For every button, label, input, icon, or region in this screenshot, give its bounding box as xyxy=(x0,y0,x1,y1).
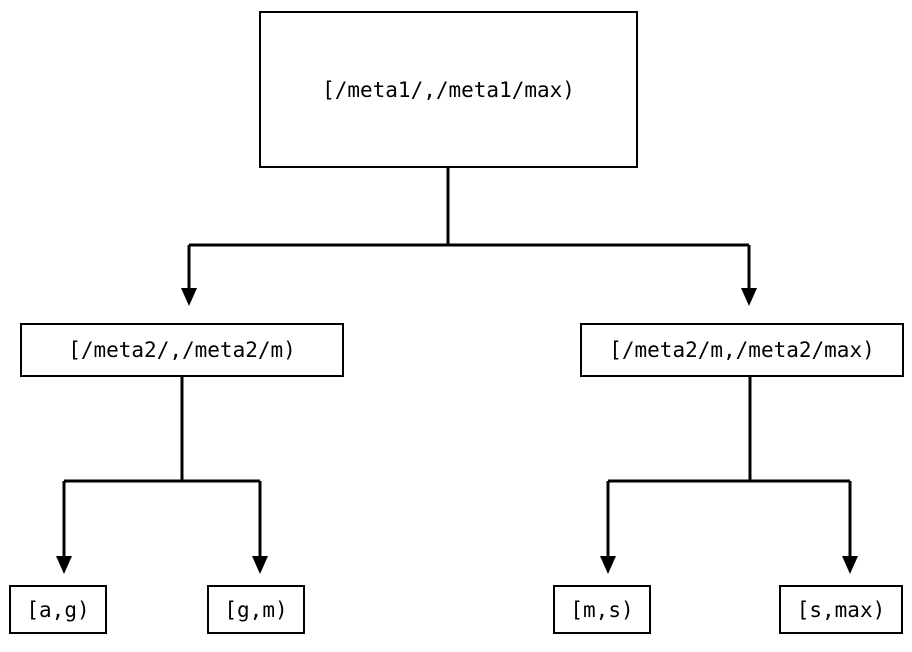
arrowhead-mid-right-to-leaf-4 xyxy=(842,556,858,574)
tree-node-leaf-1[interactable]: [a,g) xyxy=(9,585,107,634)
tree-node-leaf-3-label: [m,s) xyxy=(570,597,634,622)
arrowhead-root-to-mid-left xyxy=(181,288,197,306)
tree-node-leaf-2-label: [g,m) xyxy=(224,597,288,622)
tree-node-leaf-4[interactable]: [s,max) xyxy=(779,585,903,634)
tree-node-leaf-3[interactable]: [m,s) xyxy=(553,585,651,634)
tree-node-leaf-4-label: [s,max) xyxy=(796,597,886,622)
tree-node-mid-right-label: [/meta2/m,/meta2/max) xyxy=(609,338,875,362)
tree-node-root[interactable]: [/meta1/,/meta1/max) xyxy=(259,11,638,168)
tree-node-mid-right[interactable]: [/meta2/m,/meta2/max) xyxy=(580,323,904,377)
tree-node-mid-left[interactable]: [/meta2/,/meta2/m) xyxy=(20,323,344,377)
tree-node-mid-left-label: [/meta2/,/meta2/m) xyxy=(68,338,296,362)
arrowhead-root-to-mid-right xyxy=(741,288,757,306)
arrowhead-mid-right-to-leaf-3 xyxy=(600,556,616,574)
arrowhead-mid-left-to-leaf-2 xyxy=(252,556,268,574)
tree-node-leaf-2[interactable]: [g,m) xyxy=(207,585,305,634)
arrowhead-mid-left-to-leaf-1 xyxy=(56,556,72,574)
tree-node-leaf-1-label: [a,g) xyxy=(26,597,90,622)
tree-node-root-label: [/meta1/,/meta1/max) xyxy=(322,77,575,102)
